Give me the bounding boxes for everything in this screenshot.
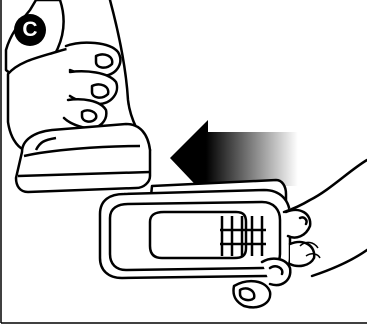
- step-badge: C: [14, 14, 46, 46]
- step-label: C: [22, 18, 37, 42]
- phone-base: [16, 124, 150, 192]
- device-body: [100, 180, 290, 278]
